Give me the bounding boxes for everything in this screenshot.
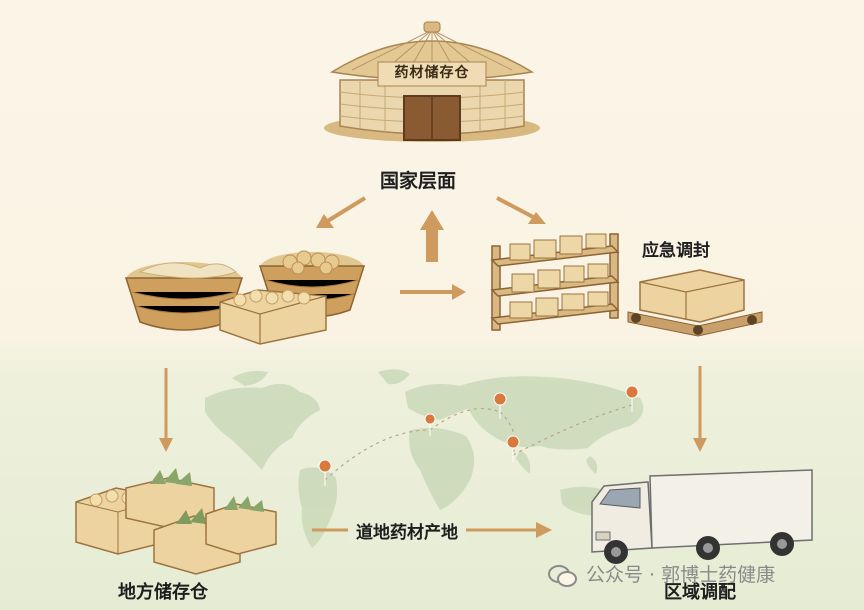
arrow-baskets-to-shelves xyxy=(400,284,466,300)
label-national-level: 国家层面 xyxy=(380,170,457,192)
arrow-national-to-shelves xyxy=(496,196,546,224)
arrow-down-to-local xyxy=(159,368,173,452)
arrow-up-to-national xyxy=(420,210,444,262)
wechat-icon xyxy=(548,564,577,587)
label-origin-route: 道地药材产地 xyxy=(348,518,466,543)
arrow-down-to-regional xyxy=(693,366,707,452)
map-pin-south-asia xyxy=(506,435,520,463)
herb-baskets-illustration xyxy=(124,250,366,345)
watermark-account: 郭博士药健康 xyxy=(661,564,776,586)
map-pins xyxy=(318,385,639,487)
watermark-prefix: 公众号 · xyxy=(586,564,662,586)
label-regional: 区域调配 xyxy=(664,582,736,603)
granary-illustration xyxy=(324,21,540,142)
watermark: 公众号 · 郭博士药健康 xyxy=(548,560,775,587)
emergency-shelves-illustration xyxy=(490,233,763,337)
map-pin-europe xyxy=(424,413,436,437)
delivery-truck-illustration xyxy=(591,469,813,564)
granary-sign: 药材储存仓 xyxy=(394,65,470,81)
label-local-storage: 地方储存仓 xyxy=(118,582,208,603)
local-storage-illustration xyxy=(75,468,277,575)
arrow-national-to-baskets xyxy=(316,196,367,228)
map-pin-east-asia xyxy=(625,385,639,413)
map-pin-south-america xyxy=(318,459,332,487)
map-routes xyxy=(324,404,633,481)
map-pin-middle-east xyxy=(493,392,507,420)
label-emergency: 应急调封 xyxy=(642,241,710,261)
